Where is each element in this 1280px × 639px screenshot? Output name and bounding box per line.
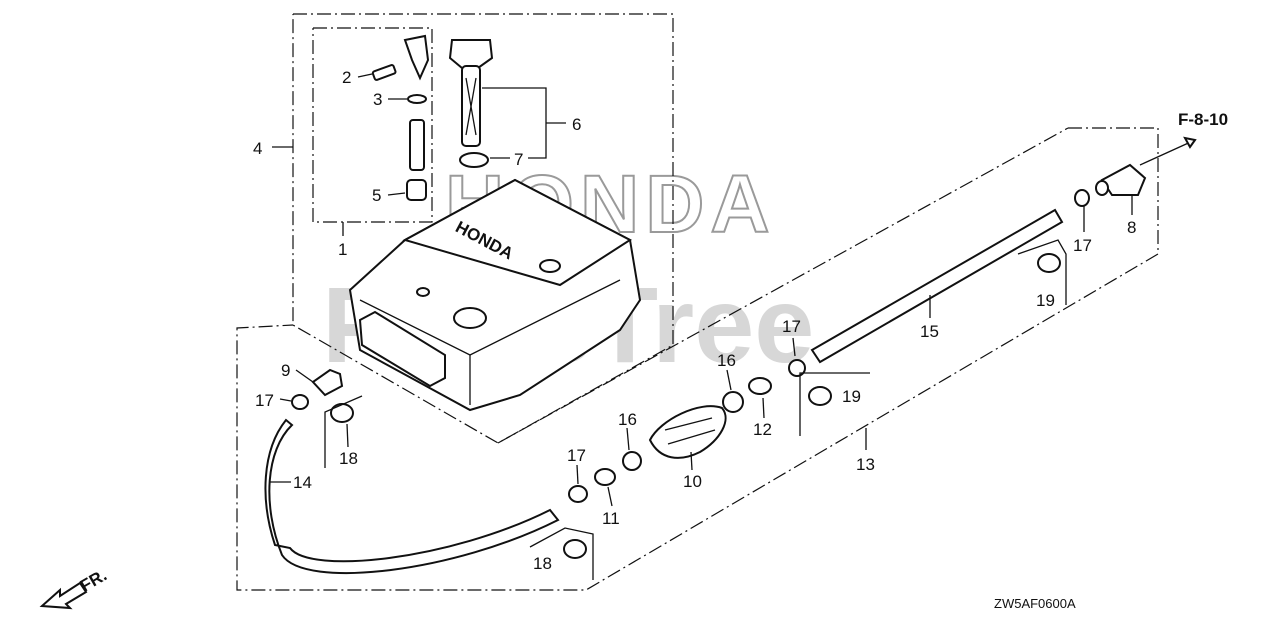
callout-16-b: 16 xyxy=(618,410,637,429)
reference-f-8-10: F-8-10 xyxy=(1178,110,1228,129)
callout-3: 3 xyxy=(373,90,382,109)
tank-vent xyxy=(416,287,430,297)
front-arrow-icon xyxy=(39,581,88,610)
part-17-oring-d xyxy=(788,359,806,377)
part-9-fitting xyxy=(311,368,344,397)
part-17-oring-c xyxy=(1074,189,1090,207)
part-18-clamp-b xyxy=(563,539,587,559)
callout-12: 12 xyxy=(753,420,772,439)
part-8-connector xyxy=(1095,163,1147,196)
callout-18-a: 18 xyxy=(339,449,358,468)
callouts: 4 2 3 5 1 6 7 F-8-10 8 17 19 15 17 16 12… xyxy=(253,68,1228,573)
callout-5: 5 xyxy=(372,186,381,205)
assembly-frames xyxy=(236,13,1159,591)
part-12-valve xyxy=(748,377,772,395)
callout-17-c: 17 xyxy=(1073,236,1092,255)
tank-fill-cap xyxy=(453,307,487,329)
part-14-hose xyxy=(264,418,560,575)
callout-8: 8 xyxy=(1127,218,1136,237)
part-3-oring xyxy=(407,94,427,104)
part-6-fuel-gauge xyxy=(448,39,494,147)
drawing-code: ZW5AF0600A xyxy=(994,596,1076,611)
tank-gauge-hole xyxy=(539,259,561,273)
callout-1: 1 xyxy=(338,240,347,259)
part-7-washer xyxy=(459,152,489,168)
callout-19-a: 19 xyxy=(842,387,861,406)
front-direction-marker: FR. xyxy=(39,566,110,610)
callout-11: 11 xyxy=(602,509,620,528)
callout-13: 13 xyxy=(856,455,875,474)
callout-7: 7 xyxy=(514,150,523,169)
callout-15: 15 xyxy=(920,322,939,341)
part-17-oring-b xyxy=(568,485,588,503)
callout-18-b: 18 xyxy=(533,554,552,573)
part-15-hose xyxy=(810,208,1064,364)
callout-2: 2 xyxy=(342,68,351,87)
part-19-clamp-a xyxy=(808,386,832,406)
tank-top xyxy=(402,178,632,287)
part-10-primer-bulb xyxy=(648,405,727,459)
frame-assembly-1 xyxy=(312,27,433,223)
callout-17-a: 17 xyxy=(255,391,274,410)
part-11-valve xyxy=(594,468,616,486)
fuel-tank: HONDA xyxy=(348,178,642,412)
part-5-rod xyxy=(409,119,425,171)
callout-4: 4 xyxy=(253,139,262,158)
callout-17-d: 17 xyxy=(782,317,801,336)
frame-assembly-13 xyxy=(236,127,1159,591)
callout-14: 14 xyxy=(293,473,312,492)
callout-19-b: 19 xyxy=(1036,291,1055,310)
callout-16-a: 16 xyxy=(717,351,736,370)
part-18-clamp-a xyxy=(330,403,354,423)
part-16-clamp-a xyxy=(722,391,744,413)
callout-17-b: 17 xyxy=(567,446,586,465)
leader-lines xyxy=(270,73,1197,580)
part-5-filter xyxy=(406,179,427,201)
callout-6: 6 xyxy=(572,115,581,134)
part-19-clamp-b xyxy=(1037,253,1061,273)
callout-10: 10 xyxy=(683,472,702,491)
frame-assembly-13-top xyxy=(497,127,1069,444)
part-17-oring-a xyxy=(291,394,309,410)
part-2-vent-screw xyxy=(371,34,430,81)
callout-9: 9 xyxy=(281,361,290,380)
tank-handle xyxy=(358,310,446,388)
part-16-clamp-b xyxy=(622,451,642,471)
